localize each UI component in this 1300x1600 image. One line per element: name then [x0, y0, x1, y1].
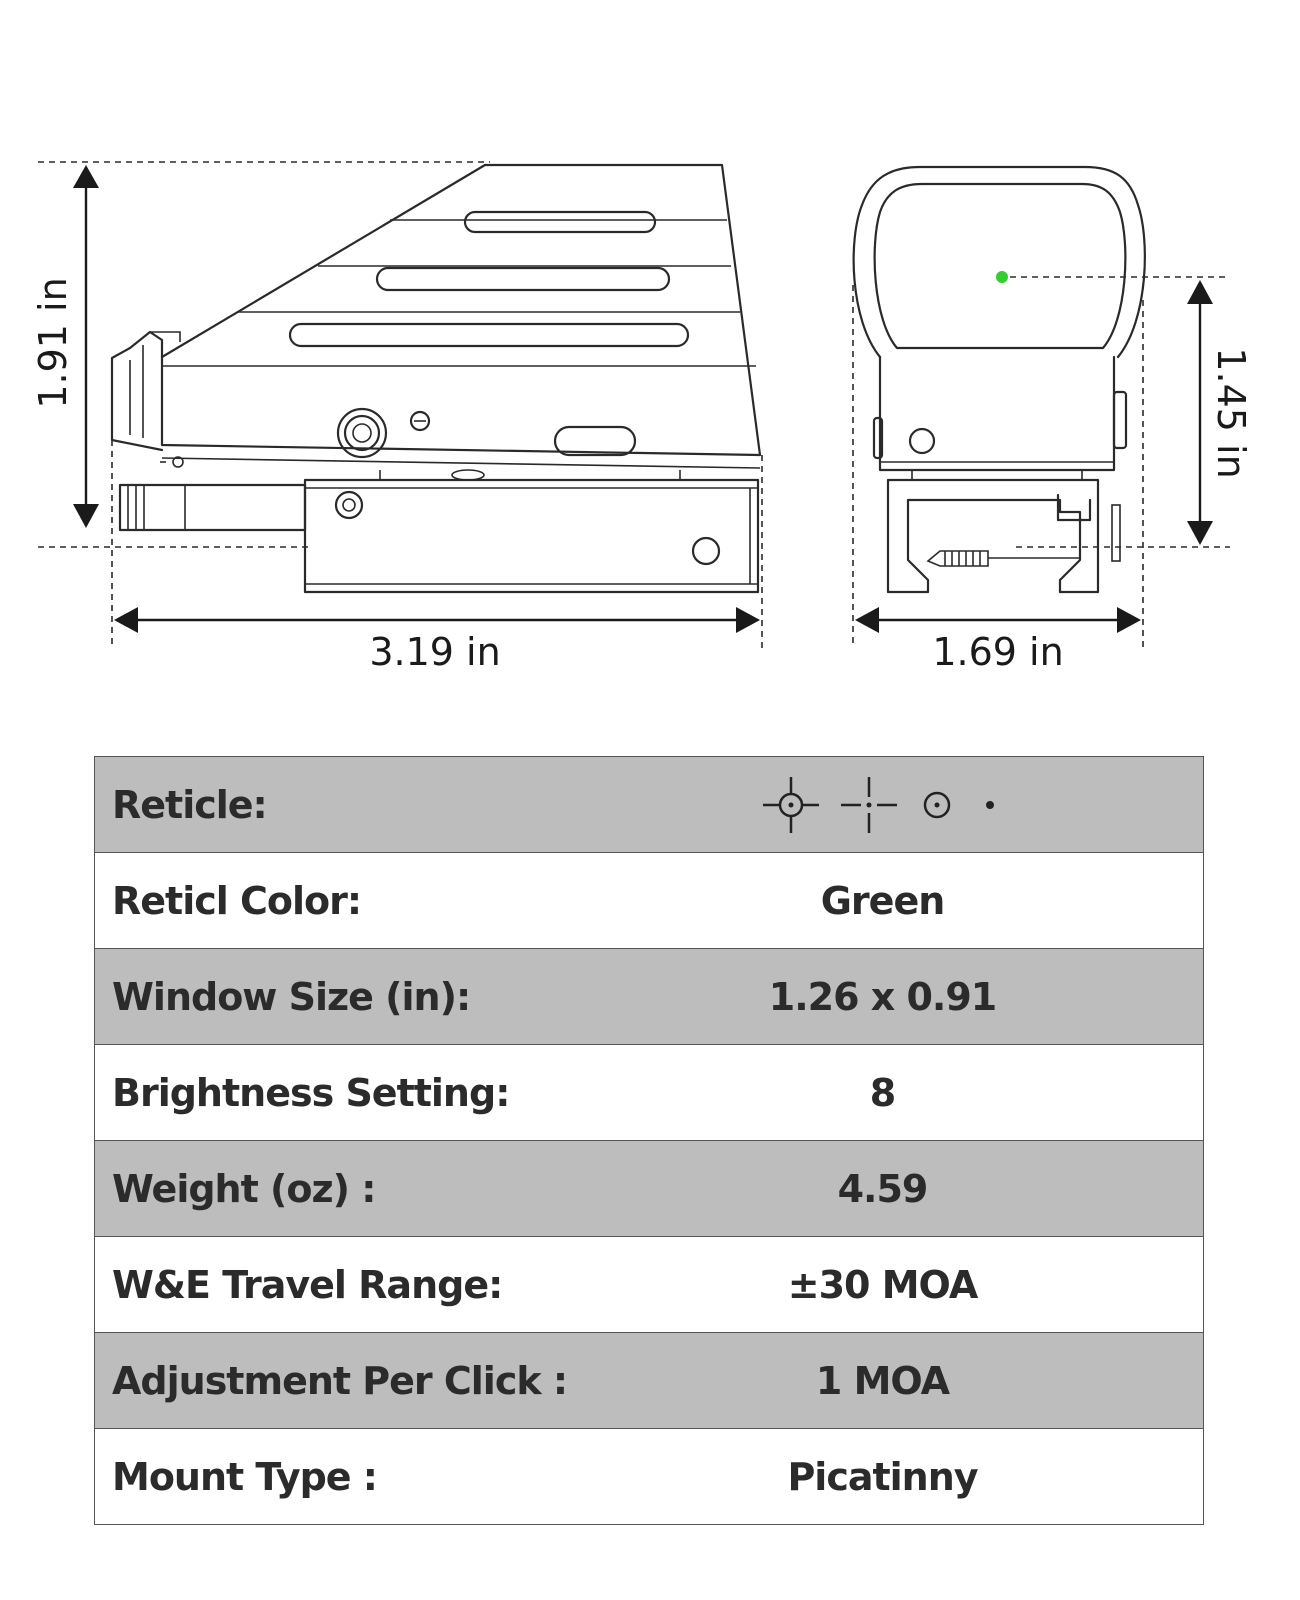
side-height-label: 1.91 in — [31, 277, 75, 408]
spec-label: Window Size (in): — [94, 948, 702, 1045]
spec-row-travel-range: W&E Travel Range: ±30 MOA — [94, 1236, 1204, 1333]
spec-table: Reticle: — [94, 756, 1204, 1525]
crosshair-dot-icon — [840, 776, 897, 833]
spec-label: Reticle: — [94, 756, 702, 853]
spec-row-reticle: Reticle: — [94, 756, 1204, 853]
front-view-drawing — [852, 165, 1146, 594]
circle-dot-icon — [923, 791, 950, 818]
reticle-icons — [761, 775, 1005, 835]
spec-value — [702, 756, 1204, 853]
spec-value: Green — [702, 852, 1204, 949]
red-dot-green-icon — [996, 271, 1008, 283]
spec-row-window-size: Window Size (in): 1.26 x 0.91 — [94, 948, 1204, 1045]
spec-row-weight: Weight (oz) : 4.59 — [94, 1140, 1204, 1237]
spec-label: Adjustment Per Click : — [94, 1332, 702, 1429]
spec-value: 1 MOA — [702, 1332, 1204, 1429]
front-height-label: 1.45 in — [1209, 347, 1253, 478]
dimension-diagram: 1.91 in 3.19 in 1.45 in — [31, 161, 1253, 674]
side-view-drawing — [110, 163, 762, 594]
spec-value: 1.26 x 0.91 — [702, 948, 1204, 1045]
side-length-label: 3.19 in — [369, 630, 500, 674]
spec-label: Reticl Color: — [94, 852, 702, 949]
spec-value: 8 — [702, 1044, 1204, 1141]
spec-label: W&E Travel Range: — [94, 1236, 702, 1333]
spec-label: Brightness Setting: — [94, 1044, 702, 1141]
spec-label: Mount Type : — [94, 1428, 702, 1525]
spec-value: Picatinny — [702, 1428, 1204, 1525]
spec-row-mount-type: Mount Type : Picatinny — [94, 1428, 1204, 1525]
crosshair-circle-dot-icon — [762, 776, 819, 833]
spec-label: Weight (oz) : — [94, 1140, 702, 1237]
dot-icon — [985, 800, 994, 809]
spec-value: 4.59 — [702, 1140, 1204, 1237]
front-width-label: 1.69 in — [932, 630, 1063, 674]
spec-value: ±30 MOA — [702, 1236, 1204, 1333]
spec-row-adjustment: Adjustment Per Click : 1 MOA — [94, 1332, 1204, 1429]
spec-row-reticle-color: Reticl Color: Green — [94, 852, 1204, 949]
spec-row-brightness: Brightness Setting: 8 — [94, 1044, 1204, 1141]
